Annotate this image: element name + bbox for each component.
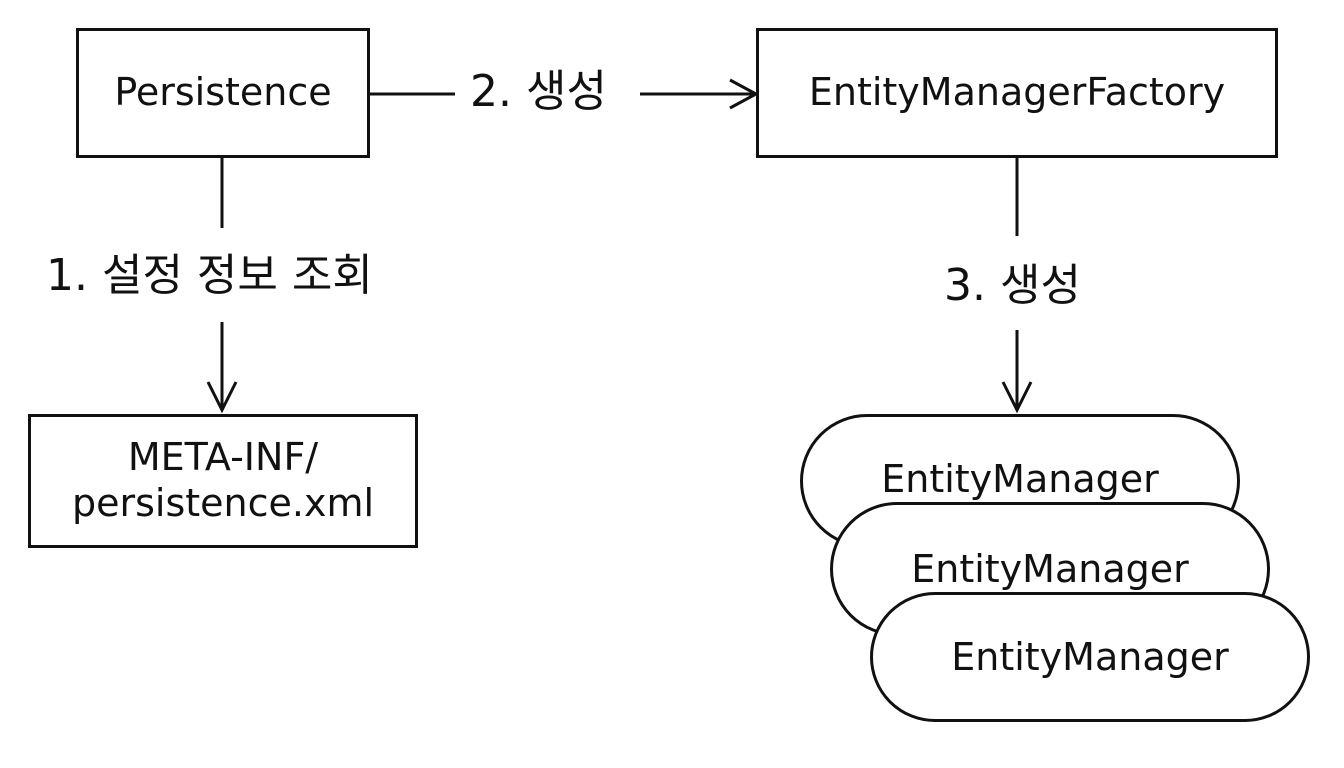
meta-inf-line1: META-INF/ bbox=[127, 435, 319, 480]
arrowhead-down-icon bbox=[206, 381, 238, 414]
edge-label-step2: 2. 생성 bbox=[470, 66, 607, 117]
entity-manager-label: EntityManager bbox=[881, 457, 1159, 501]
persistence-label: Persistence bbox=[114, 70, 332, 115]
meta-inf-line2: persistence.xml bbox=[71, 481, 375, 525]
edge-label-step3: 3. 생성 bbox=[944, 260, 1081, 311]
entity-manager-pill: EntityManager bbox=[870, 592, 1310, 722]
meta-inf-box: META-INF/ persistence.xml bbox=[28, 414, 418, 548]
entity-manager-factory-box: EntityManagerFactory bbox=[756, 28, 1278, 158]
entity-manager-label: EntityManager bbox=[911, 547, 1189, 591]
persistence-box: Persistence bbox=[76, 28, 370, 158]
entity-manager-label: EntityManager bbox=[951, 635, 1229, 679]
entity-manager-factory-label: EntityManagerFactory bbox=[808, 70, 1226, 115]
edge-label-step1: 1. 설정 정보 조회 bbox=[46, 250, 373, 301]
arrowhead-down-icon bbox=[1001, 381, 1033, 414]
